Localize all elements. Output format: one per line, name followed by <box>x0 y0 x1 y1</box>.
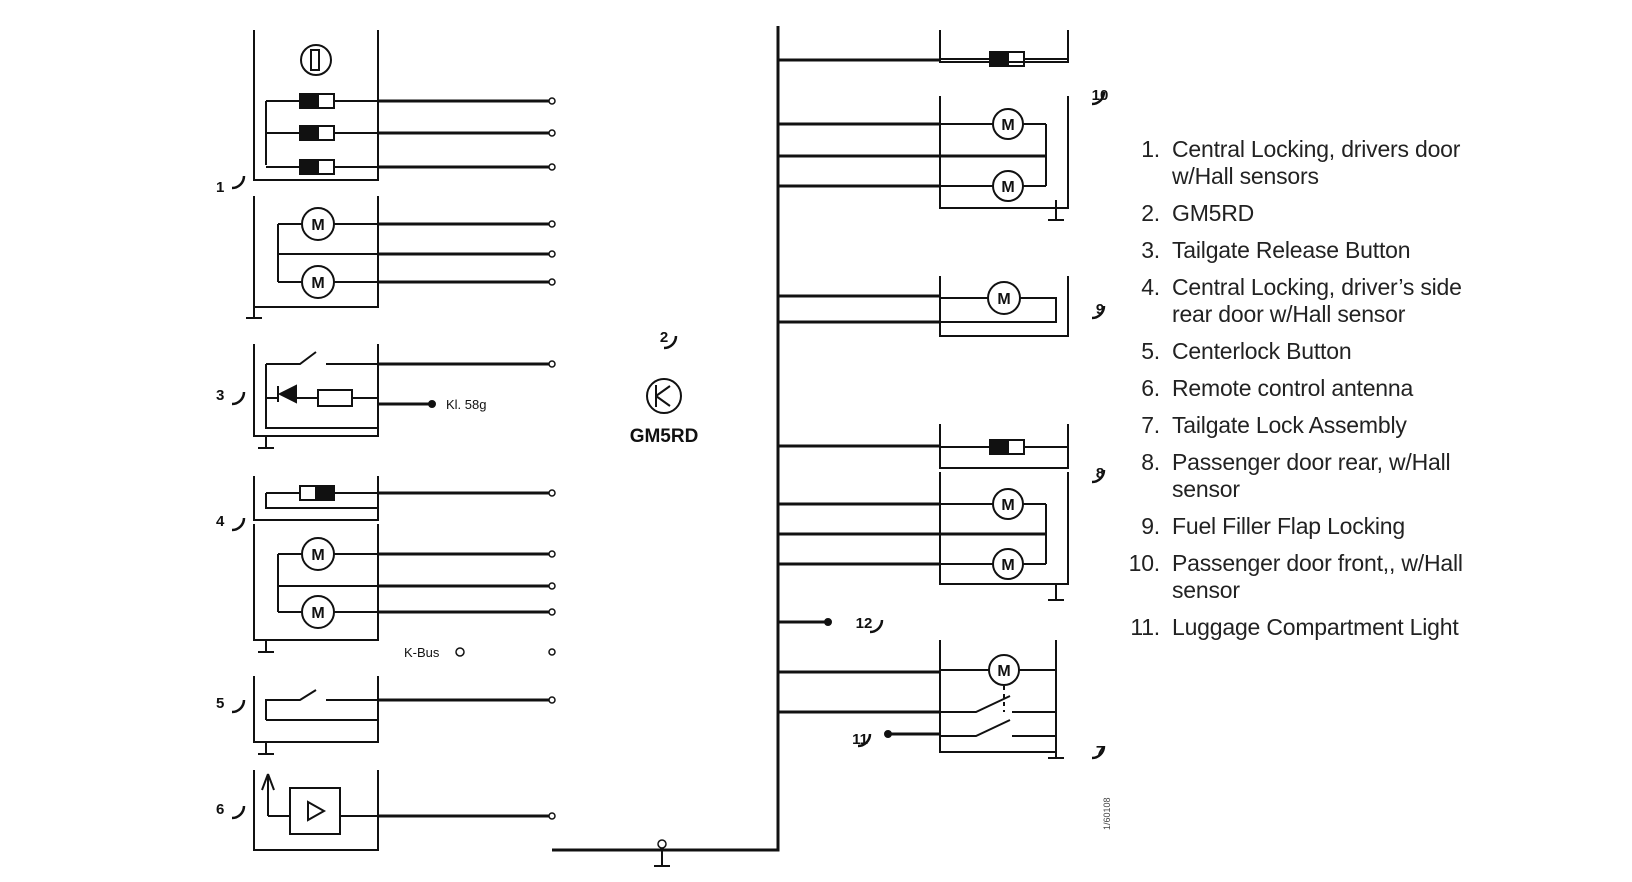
component-3-tailgate-release-button <box>253 344 436 449</box>
component-10-passenger-door-front <box>939 30 1069 221</box>
left-connectors <box>455 97 556 820</box>
legend-item: 11. Luggage Compartment Light <box>1120 614 1520 641</box>
component-5-centerlock-button <box>253 676 379 755</box>
motor-label: M <box>311 547 324 564</box>
legend-number: 4. <box>1141 274 1160 300</box>
kbus-label: K-Bus <box>404 645 440 660</box>
legend-number: 11. <box>1130 614 1160 640</box>
legend-item: 2. GM5RD <box>1120 200 1520 227</box>
callout-10: 10 <box>1092 87 1109 104</box>
legend-text: Fuel Filler Flap Locking <box>1172 513 1405 539</box>
legend-text: sensor <box>1172 476 1240 502</box>
callout-3: 3 <box>216 387 224 404</box>
legend-number: 2. <box>1141 200 1160 226</box>
legend-number: 6. <box>1141 375 1160 401</box>
right-signal-lines <box>778 58 1046 714</box>
legend-number: 8. <box>1141 449 1160 475</box>
callout-7: 7 <box>1096 743 1104 760</box>
component-8-passenger-door-rear <box>939 424 1069 601</box>
legend-number: 10. <box>1128 550 1161 576</box>
gm5rd-transistor-icon <box>646 378 682 414</box>
legend-text: Remote control antenna <box>1172 375 1414 401</box>
callout-6: 6 <box>216 801 224 818</box>
figure-code: 1/60108 <box>1102 797 1112 830</box>
legend-text: w/Hall sensors <box>1172 163 1319 189</box>
callout-2: 2 <box>660 329 668 346</box>
legend-item: 9. Fuel Filler Flap Locking <box>1120 513 1520 540</box>
motor-label: M <box>997 291 1010 308</box>
callout-12: 12 <box>856 615 873 632</box>
motor-label: M <box>311 217 324 234</box>
component-9-fuel-filler-flap <box>939 276 1069 337</box>
legend-text: Central Locking, drivers door <box>1172 136 1461 162</box>
motor-label: M <box>1001 497 1014 514</box>
legend-number: 3. <box>1141 237 1160 263</box>
motor-label: M <box>1001 179 1014 196</box>
left-signal-lines <box>378 99 550 818</box>
legend-text: Passenger door front,, w/Hall <box>1172 550 1463 576</box>
callout-11: 11 <box>852 731 868 748</box>
legend-item: 3. Tailgate Release Button <box>1120 237 1520 264</box>
component-1-central-locking-driver-door <box>246 30 379 319</box>
legend-text: Tailgate Release Button <box>1172 237 1411 263</box>
bus-line <box>552 26 780 852</box>
legend-item: 7. Tailgate Lock Assembly <box>1120 412 1520 439</box>
component-4-driver-rear-door <box>253 476 379 653</box>
motor-label: M <box>311 605 324 622</box>
legend-text: Tailgate Lock Assembly <box>1172 412 1407 438</box>
callout-8: 8 <box>1096 465 1104 482</box>
motor-label: M <box>1001 117 1014 134</box>
callout-1: 1 <box>216 179 224 196</box>
motor-label: M <box>1001 557 1014 574</box>
motor-label: M <box>997 663 1010 680</box>
callout-hooks <box>231 91 1106 820</box>
component-6-remote-control-antenna <box>253 770 379 851</box>
legend-text: rear door w/Hall sensor <box>1172 301 1406 327</box>
legend-number: 5. <box>1141 338 1160 364</box>
callout-9: 9 <box>1096 301 1104 318</box>
callout-5: 5 <box>216 695 224 712</box>
legend-number: 1. <box>1141 136 1160 162</box>
motor-label: M <box>311 275 324 292</box>
hall-sensor-1c <box>299 159 335 175</box>
legend-text: Central Locking, driver’s side <box>1172 274 1462 300</box>
hall-sensor-1a <box>299 93 335 109</box>
component-7-tailgate-lock-assembly <box>884 640 1064 759</box>
gm5rd-label: GM5RD <box>630 426 699 447</box>
legend-number: 7. <box>1141 412 1160 438</box>
legend-item: 5. Centerlock Button <box>1120 338 1520 365</box>
kl58g-label: Kl. 58g <box>446 397 486 412</box>
legend-text: Passenger door rear, w/Hall <box>1172 449 1451 475</box>
legend-number: 9. <box>1141 513 1160 539</box>
hall-sensor-1b <box>299 125 335 141</box>
legend-text: GM5RD <box>1172 200 1255 226</box>
legend-text: Luggage Compartment Light <box>1172 614 1459 640</box>
legend-text: Centerlock Button <box>1172 338 1352 364</box>
legend-text: sensor <box>1172 577 1240 603</box>
callout-4: 4 <box>216 513 225 530</box>
legend-item: 6. Remote control antenna <box>1120 375 1520 402</box>
